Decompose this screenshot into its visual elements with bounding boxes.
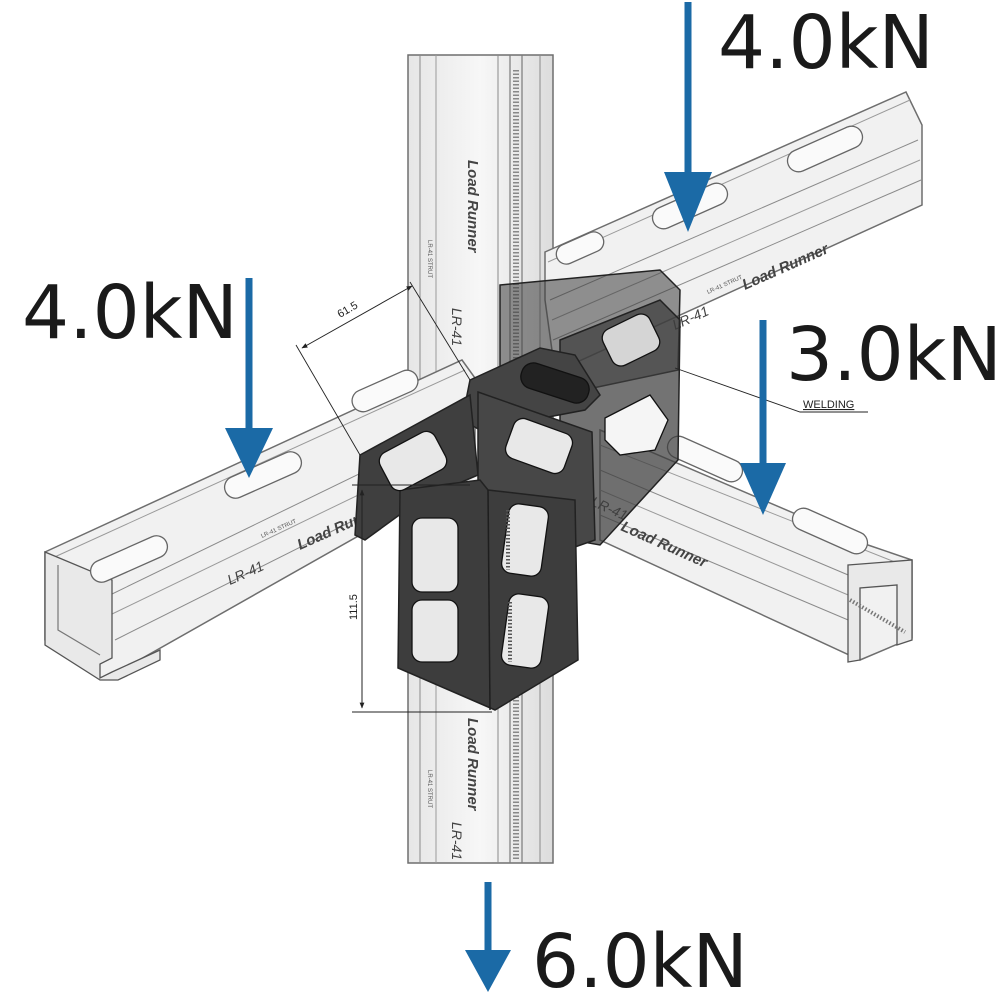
post-brand-bottom: Load Runner [464, 718, 481, 812]
load-arrow-head [664, 172, 712, 232]
welding-annotation: WELDING [674, 367, 868, 413]
post-fineprint-bottom: LR-41 STRUT [426, 770, 432, 808]
load-label-bottom: 6.0kN [532, 919, 748, 1000]
load-arrow-head [225, 428, 273, 478]
dimension-vertical: 111.5 [348, 484, 492, 713]
load-label-left: 4.0kN [22, 270, 238, 356]
load-label-right: 3.0kN [786, 312, 1000, 398]
load-arrow-right [740, 320, 786, 515]
dimension-vertical-value: 111.5 [348, 594, 360, 620]
multi-way-bracket [354, 269, 681, 711]
load-arrow-top-right [664, 2, 712, 232]
left-beam-channel: Load Runner LR-41 LR-41 STRUT [44, 359, 476, 681]
post-code-bottom: LR-41 [449, 822, 465, 860]
load-arrows [225, 2, 786, 992]
load-arrow-head [740, 463, 786, 515]
load-arrow-head [465, 950, 511, 992]
welding-label: WELDING [803, 399, 854, 411]
post-code-top: LR-41 [449, 308, 465, 346]
load-label-top-right: 4.0kN [718, 0, 934, 86]
post-fineprint-top: LR-41 STRUT [426, 240, 432, 278]
load-arrow-left [225, 278, 273, 478]
post-brand-top: Load Runner [464, 160, 481, 254]
load-arrow-bottom [465, 882, 511, 992]
